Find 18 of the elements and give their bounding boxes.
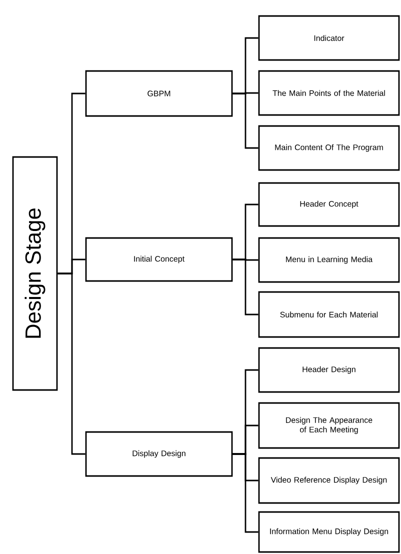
stage-box: Design Stage [12,156,58,391]
item-box: Menu in Learning Media [258,237,400,283]
item-box: Video Reference Display Design [258,457,400,504]
item-box: The Main Points of the Material [258,70,400,116]
category-box: Display Design [85,431,233,477]
item-box: Information Menu Display Design [258,511,400,553]
item-box: Design The Appearance of Each Meeting [258,402,400,449]
connector-line [232,258,258,316]
item-box: Submenu for Each Material [258,291,400,338]
item-box: Header Concept [258,182,400,227]
connector-line [232,92,258,149]
connector-line [58,272,86,455]
connector-line [232,453,258,533]
category-box: Initial Concept [85,237,233,282]
item-box: Indicator [258,15,400,61]
item-box: Header Design [258,347,400,393]
category-box: GBPM [85,70,233,117]
item-box: Main Content Of The Program [258,125,400,171]
